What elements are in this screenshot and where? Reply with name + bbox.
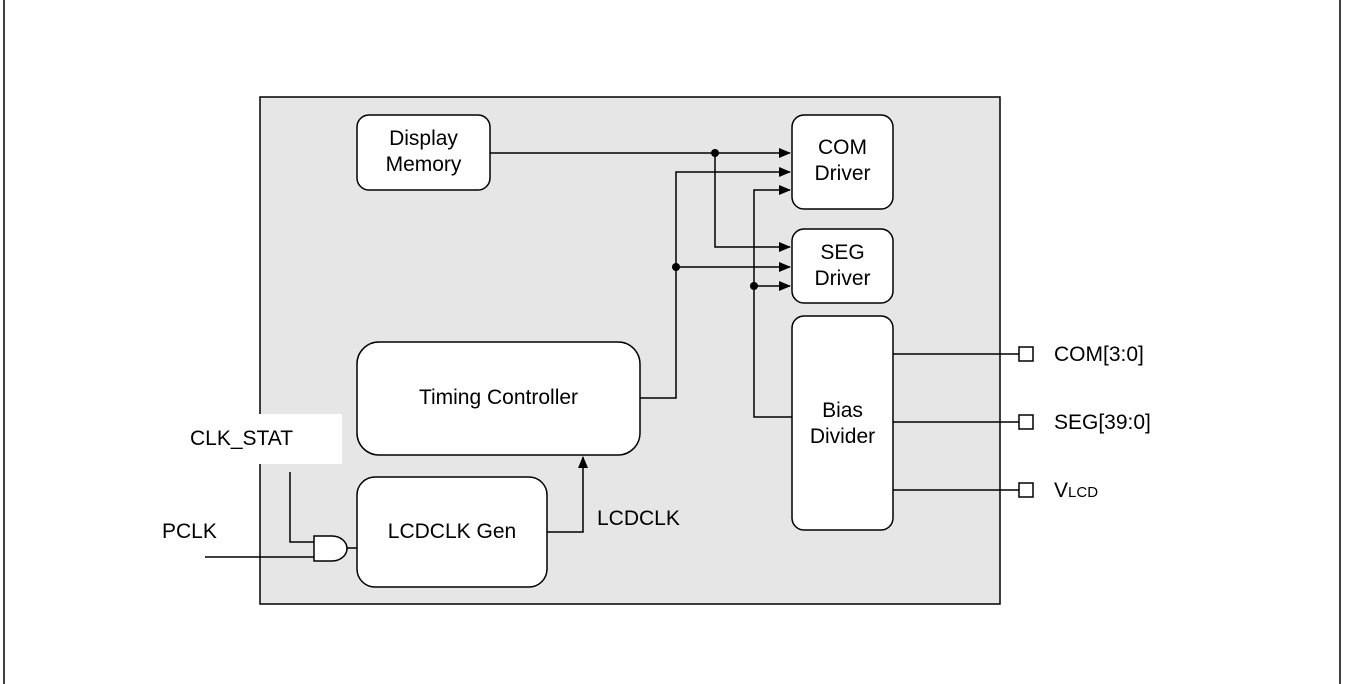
vlcd-subscript-text: LCD: [1068, 484, 1099, 501]
com-driver-line-2: Driver: [814, 162, 871, 185]
and-gate: [313, 535, 348, 562]
lcdclk-signal-label: LCDCLK: [597, 507, 680, 530]
seg-driver-label: SEG Driver: [792, 240, 893, 292]
com-driver-line-1: COM: [818, 136, 867, 159]
clk-stat-signal-label: CLK_STAT: [190, 427, 294, 450]
junction-dot: [672, 263, 680, 271]
pclk-signal-label: PCLK: [162, 520, 217, 543]
lcdclk-signal-line: [547, 456, 588, 533]
timing-controller-label: Timing Controller: [418, 386, 579, 409]
com-driver-label: COM Driver: [792, 135, 893, 187]
com-pin: [1018, 346, 1034, 362]
clk-stat-input-line: [289, 472, 314, 543]
bias-divider-block: [791, 315, 894, 531]
display-memory-line-1: Display: [389, 127, 458, 150]
bias-divider-line-2: Divider: [809, 425, 876, 448]
junction-dot: [711, 149, 719, 157]
seg-pin-label: SEG[39:0]: [1054, 411, 1151, 434]
seg-pin: [1018, 414, 1034, 430]
lcdclk-gen-label: LCDCLK Gen: [387, 520, 517, 543]
display-memory-bus: [490, 148, 791, 252]
display-memory-label: Display Memory: [357, 126, 490, 178]
bias-divider-line-1: Bias: [822, 399, 863, 422]
vlcd-pin: [1018, 482, 1034, 498]
junction-dot: [750, 282, 758, 290]
clk-stat-label-bg: [176, 414, 342, 464]
vlcd-main-text: V: [1054, 479, 1069, 502]
bias-divider-outputs: [893, 353, 1019, 491]
timing-controller-bus: [640, 167, 791, 399]
display-memory-line-2: Memory: [385, 153, 462, 176]
com-driver-block: [791, 114, 894, 210]
seg-driver-block: [791, 228, 894, 304]
seg-driver-line-2: Driver: [814, 267, 871, 290]
bias-divider-bus: [753, 185, 792, 418]
vlcd-pin-label: VLCD: [1054, 478, 1098, 506]
seg-driver-line-1: SEG: [820, 241, 865, 264]
com-pin-label: COM[3:0]: [1054, 343, 1144, 366]
bias-divider-label: Bias Divider: [792, 398, 893, 450]
